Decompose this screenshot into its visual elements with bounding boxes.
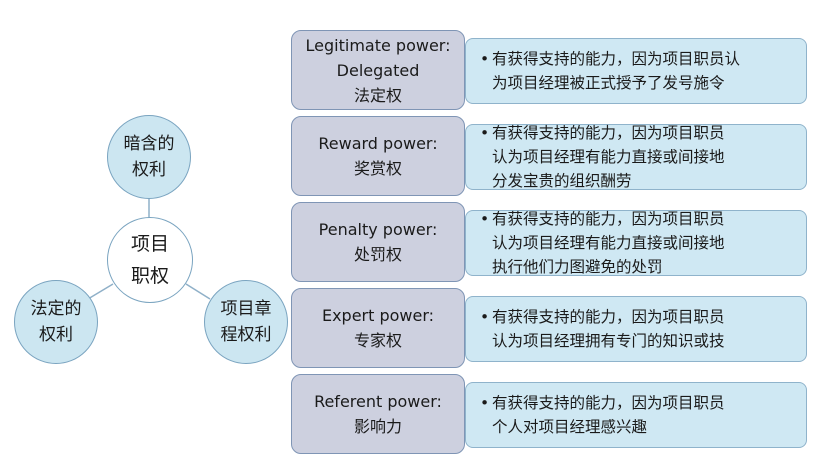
power-row-referent: Referent power: 影响力 • 有获得支持的能力，因为项目职员 个人…	[291, 374, 807, 454]
power-en: Legitimate power:	[305, 35, 451, 55]
power-desc-reward: • 有获得支持的能力，因为项目职员 认为项目经理有能力直接或间接地 分发宝贵的组…	[465, 124, 807, 190]
desc-line: 分发宝贵的组织酬劳	[492, 172, 632, 190]
desc-line: 有获得支持的能力，因为项目职员	[492, 210, 725, 228]
charter-rights-line2: 程权利	[220, 325, 272, 345]
desc-line: 有获得支持的能力，因为项目职员	[492, 394, 725, 412]
project-authority-center: 项目职权	[107, 217, 193, 303]
power-label-legitimate: Legitimate power: Delegated 法定权	[291, 30, 465, 110]
bullet-icon: •	[480, 124, 490, 142]
bullet-icon: •	[480, 308, 490, 326]
center-line2: 职权	[130, 265, 169, 287]
connector-legal	[87, 283, 114, 300]
power-row-expert: Expert power: 专家权 • 有获得支持的能力，因为项目职员 认为项目…	[291, 288, 807, 368]
legal-rights-line2: 权利	[39, 325, 73, 345]
implicit-rights-line1: 暗含的	[123, 134, 175, 154]
implicit-rights-line2: 权利	[132, 160, 166, 180]
power-desc-expert: • 有获得支持的能力，因为项目职员 认为项目经理拥有专门的知识或技	[465, 296, 807, 362]
power-zh: 奖赏权	[353, 159, 402, 178]
power-zh: 影响力	[353, 417, 402, 436]
desc-line: 有获得支持的能力，因为项目职员认	[492, 50, 741, 68]
power-desc-legitimate: • 有获得支持的能力，因为项目职员认 为项目经理被正式授予了发号施令	[465, 38, 807, 104]
connector-charter	[185, 283, 211, 300]
power-zh: 专家权	[353, 331, 402, 350]
power-desc-penalty: • 有获得支持的能力，因为项目职员 认为项目经理有能力直接或间接地 执行他们力图…	[465, 210, 807, 276]
power-label-referent: Referent power: 影响力	[291, 374, 465, 454]
power-en-extra: Delegated	[336, 60, 420, 80]
desc-line: 为项目经理被正式授予了发号施令	[492, 74, 725, 92]
desc-line: 有获得支持的能力，因为项目职员	[492, 308, 725, 326]
center-line1: 项目	[130, 233, 169, 255]
power-en: Expert power:	[321, 306, 435, 325]
desc-line: 认为项目经理有能力直接或间接地	[492, 148, 725, 166]
charter-rights-circle: 项目章程权利	[204, 280, 288, 364]
power-zh: 法定权	[353, 85, 402, 105]
charter-rights-line1: 项目章	[220, 299, 272, 319]
bullet-icon: •	[480, 50, 490, 68]
power-en: Referent power:	[314, 392, 442, 411]
desc-line: 认为项目经理拥有专门的知识或技	[492, 332, 725, 350]
power-row-reward: Reward power: 奖赏权 • 有获得支持的能力，因为项目职员 认为项目…	[291, 116, 807, 196]
power-row-penalty: Penalty power: 处罚权 • 有获得支持的能力，因为项目职员 认为项…	[291, 202, 807, 282]
bullet-icon: •	[480, 210, 490, 228]
power-label-penalty: Penalty power: 处罚权	[291, 202, 465, 282]
power-row-legitimate: Legitimate power: Delegated 法定权 • 有获得支持的…	[291, 30, 807, 110]
power-en: Penalty power:	[318, 220, 438, 239]
desc-line: 有获得支持的能力，因为项目职员	[492, 124, 725, 142]
legal-rights-line1: 法定的	[30, 299, 82, 319]
power-label-expert: Expert power: 专家权	[291, 288, 465, 368]
implicit-rights-circle: 暗含的权利	[107, 115, 191, 199]
desc-line: 执行他们力图避免的处罚	[492, 258, 663, 276]
power-en: Reward power:	[318, 134, 438, 153]
power-label-reward: Reward power: 奖赏权	[291, 116, 465, 196]
legal-rights-circle: 法定的权利	[14, 280, 98, 364]
power-desc-referent: • 有获得支持的能力，因为项目职员 个人对项目经理感兴趣	[465, 382, 807, 448]
desc-line: 个人对项目经理感兴趣	[492, 418, 648, 436]
bullet-icon: •	[480, 394, 490, 412]
power-zh: 处罚权	[353, 245, 402, 264]
desc-line: 认为项目经理有能力直接或间接地	[492, 234, 725, 252]
